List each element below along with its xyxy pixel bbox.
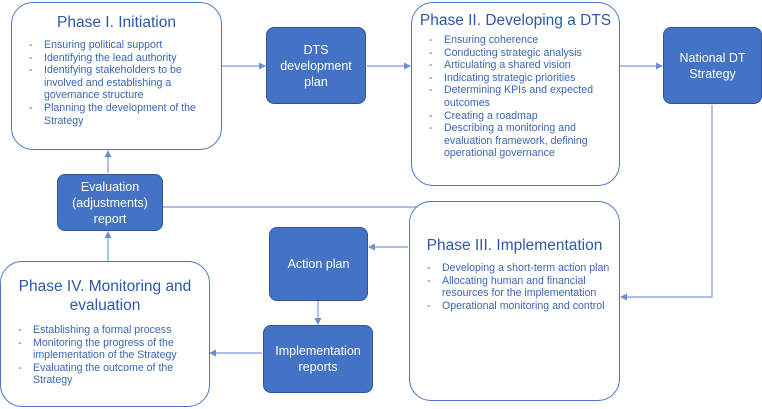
phase4-list: Establishing a formal process Monitoring… (1, 324, 209, 387)
phase1-box: Phase I. Initiation Ensuring political s… (11, 2, 222, 150)
action-plan-box: Action plan (269, 227, 368, 301)
list-item: Evaluating the outcome of the Strategy (15, 362, 203, 387)
phase1-list: Ensuring political support Identifying t… (12, 39, 221, 127)
list-item: Conducting strategic analysis (426, 47, 611, 60)
phase3-title: Phase III. Implementation (426, 237, 603, 254)
list-item: Identifying the lead authority (26, 52, 215, 65)
phase4-box: Phase IV. Monitoring and evaluation Esta… (0, 261, 210, 407)
list-item: Determining KPIs and expected outcomes (426, 84, 611, 109)
evaluation-report-box: Evaluation (adjustments) report (57, 174, 163, 231)
list-item: Identifying stakeholders to be involved … (26, 64, 215, 102)
dts-development-plan-box: DTS development plan (266, 27, 366, 104)
national-dt-strategy-box: National DT Strategy (663, 27, 762, 104)
national-dt-strategy-label: National DT Strategy (679, 50, 746, 81)
phase1-title: Phase I. Initiation (57, 14, 176, 31)
list-item: Ensuring coherence (426, 34, 611, 47)
list-item: Articulating a shared vision (426, 59, 611, 72)
list-item: Creating a roadmap (426, 110, 611, 123)
arrow-national-to-phase3 (620, 105, 713, 301)
list-item: Describing a monitoring and evaluation f… (426, 122, 611, 160)
dts-development-plan-label: DTS development plan (280, 42, 352, 89)
list-item: Operational monitoring and control (424, 300, 611, 313)
phase4-title: Phase IV. Monitoring and evaluation (18, 278, 192, 314)
list-item: Indicating strategic priorities (426, 72, 611, 85)
implementation-reports-box: Implementation reports (263, 325, 373, 393)
list-item: Monitoring the progress of the implement… (15, 337, 203, 362)
implementation-reports-label: Implementation reports (275, 344, 361, 374)
phase2-box: Phase II. Developing a DTS Ensuring cohe… (411, 2, 620, 186)
list-item: Planning the development of the Strategy (26, 102, 215, 127)
list-item: Establishing a formal process (15, 324, 203, 337)
evaluation-report-label: Evaluation (adjustments) report (72, 179, 148, 226)
list-item: Developing a short-term action plan (424, 262, 611, 275)
phase3-list: Developing a short-term action plan Allo… (410, 262, 619, 312)
phase2-list: Ensuring coherence Conducting strategic … (412, 34, 619, 160)
list-item: Ensuring political support (26, 39, 215, 52)
phase2-title: Phase II. Developing a DTS (419, 12, 612, 29)
phase3-box: Phase III. Implementation Developing a s… (409, 201, 620, 401)
list-item: Allocating human and financial resources… (424, 275, 611, 300)
action-plan-label: Action plan (287, 257, 350, 271)
